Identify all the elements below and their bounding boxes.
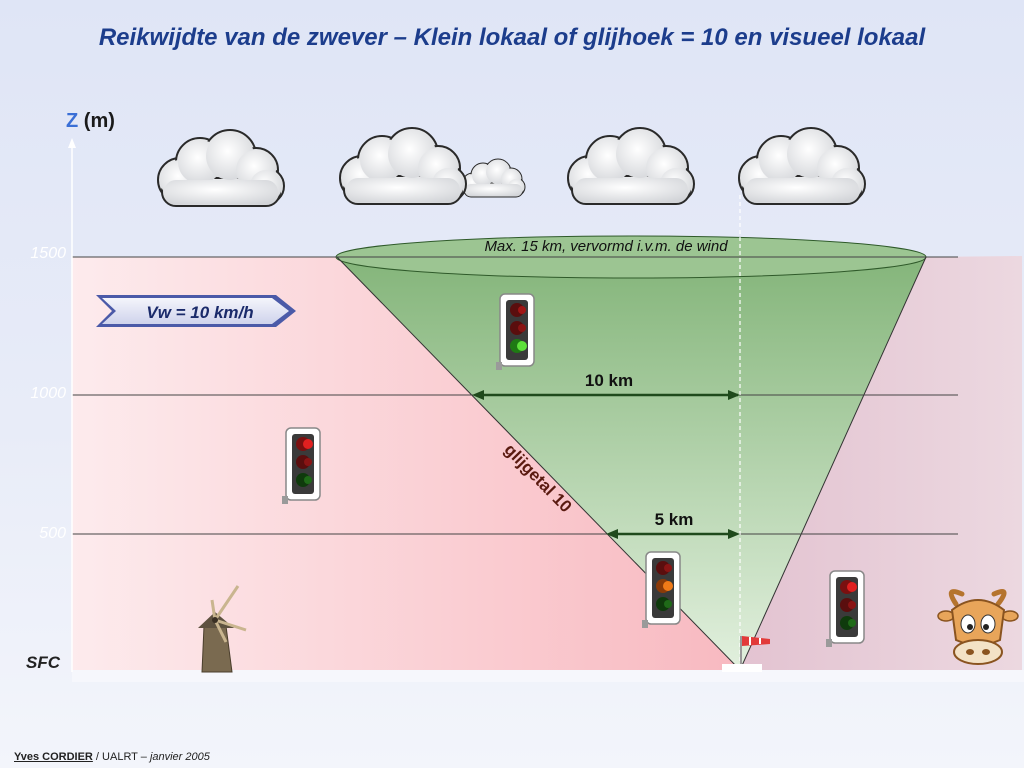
footer-org: / UALRT –	[92, 751, 150, 763]
pink-zone	[72, 257, 740, 670]
tick-label-1500: 1500	[30, 245, 66, 262]
distance-label-5km: 5 km	[655, 510, 694, 529]
cloud-icon	[157, 129, 285, 207]
cloud-icon	[339, 127, 467, 205]
z-axis-arrowhead	[68, 138, 76, 148]
glide-cone	[337, 257, 926, 670]
traffic-light-icon	[281, 427, 321, 505]
z-axis-label: Z (m)	[66, 110, 115, 133]
cow-icon	[937, 589, 1019, 665]
cone-right-edge	[739, 256, 927, 671]
ground-label: SFC	[26, 653, 60, 672]
footer: Yves CORDIER / UALRT – janvier 2005	[14, 751, 210, 763]
traffic-light-icon	[641, 551, 681, 629]
cloud-icon	[461, 158, 526, 198]
cloud-icon	[567, 127, 695, 205]
wind-label: Vw = 10 km/h	[146, 303, 253, 322]
slide-title: Reikwijdte van de zwever – Klein lokaal …	[98, 24, 926, 51]
z-axis-unit: (m)	[83, 110, 115, 132]
cloud-icon	[738, 127, 866, 205]
distance-arrow-10km	[472, 390, 740, 400]
mauve-zone	[740, 256, 1022, 670]
tick-label-500: 500	[39, 525, 66, 542]
traffic-light-icon	[825, 570, 865, 648]
z-axis-letter: Z	[66, 110, 79, 132]
traffic-light-icon	[495, 293, 535, 371]
wind-arrow: Vw = 10 km/h	[96, 295, 296, 327]
windmill-icon	[198, 585, 247, 673]
ground	[72, 670, 1024, 682]
cone-top-label: Max. 15 km, vervormd i.v.m. de wind	[484, 238, 728, 255]
footer-date: janvier 2005	[149, 751, 210, 763]
footer-author: Yves CORDIER	[14, 751, 93, 763]
tick-label-1000: 1000	[30, 385, 66, 402]
distance-label-10km: 10 km	[585, 371, 633, 390]
launch-point	[722, 664, 762, 672]
distance-arrow-5km	[606, 529, 740, 539]
